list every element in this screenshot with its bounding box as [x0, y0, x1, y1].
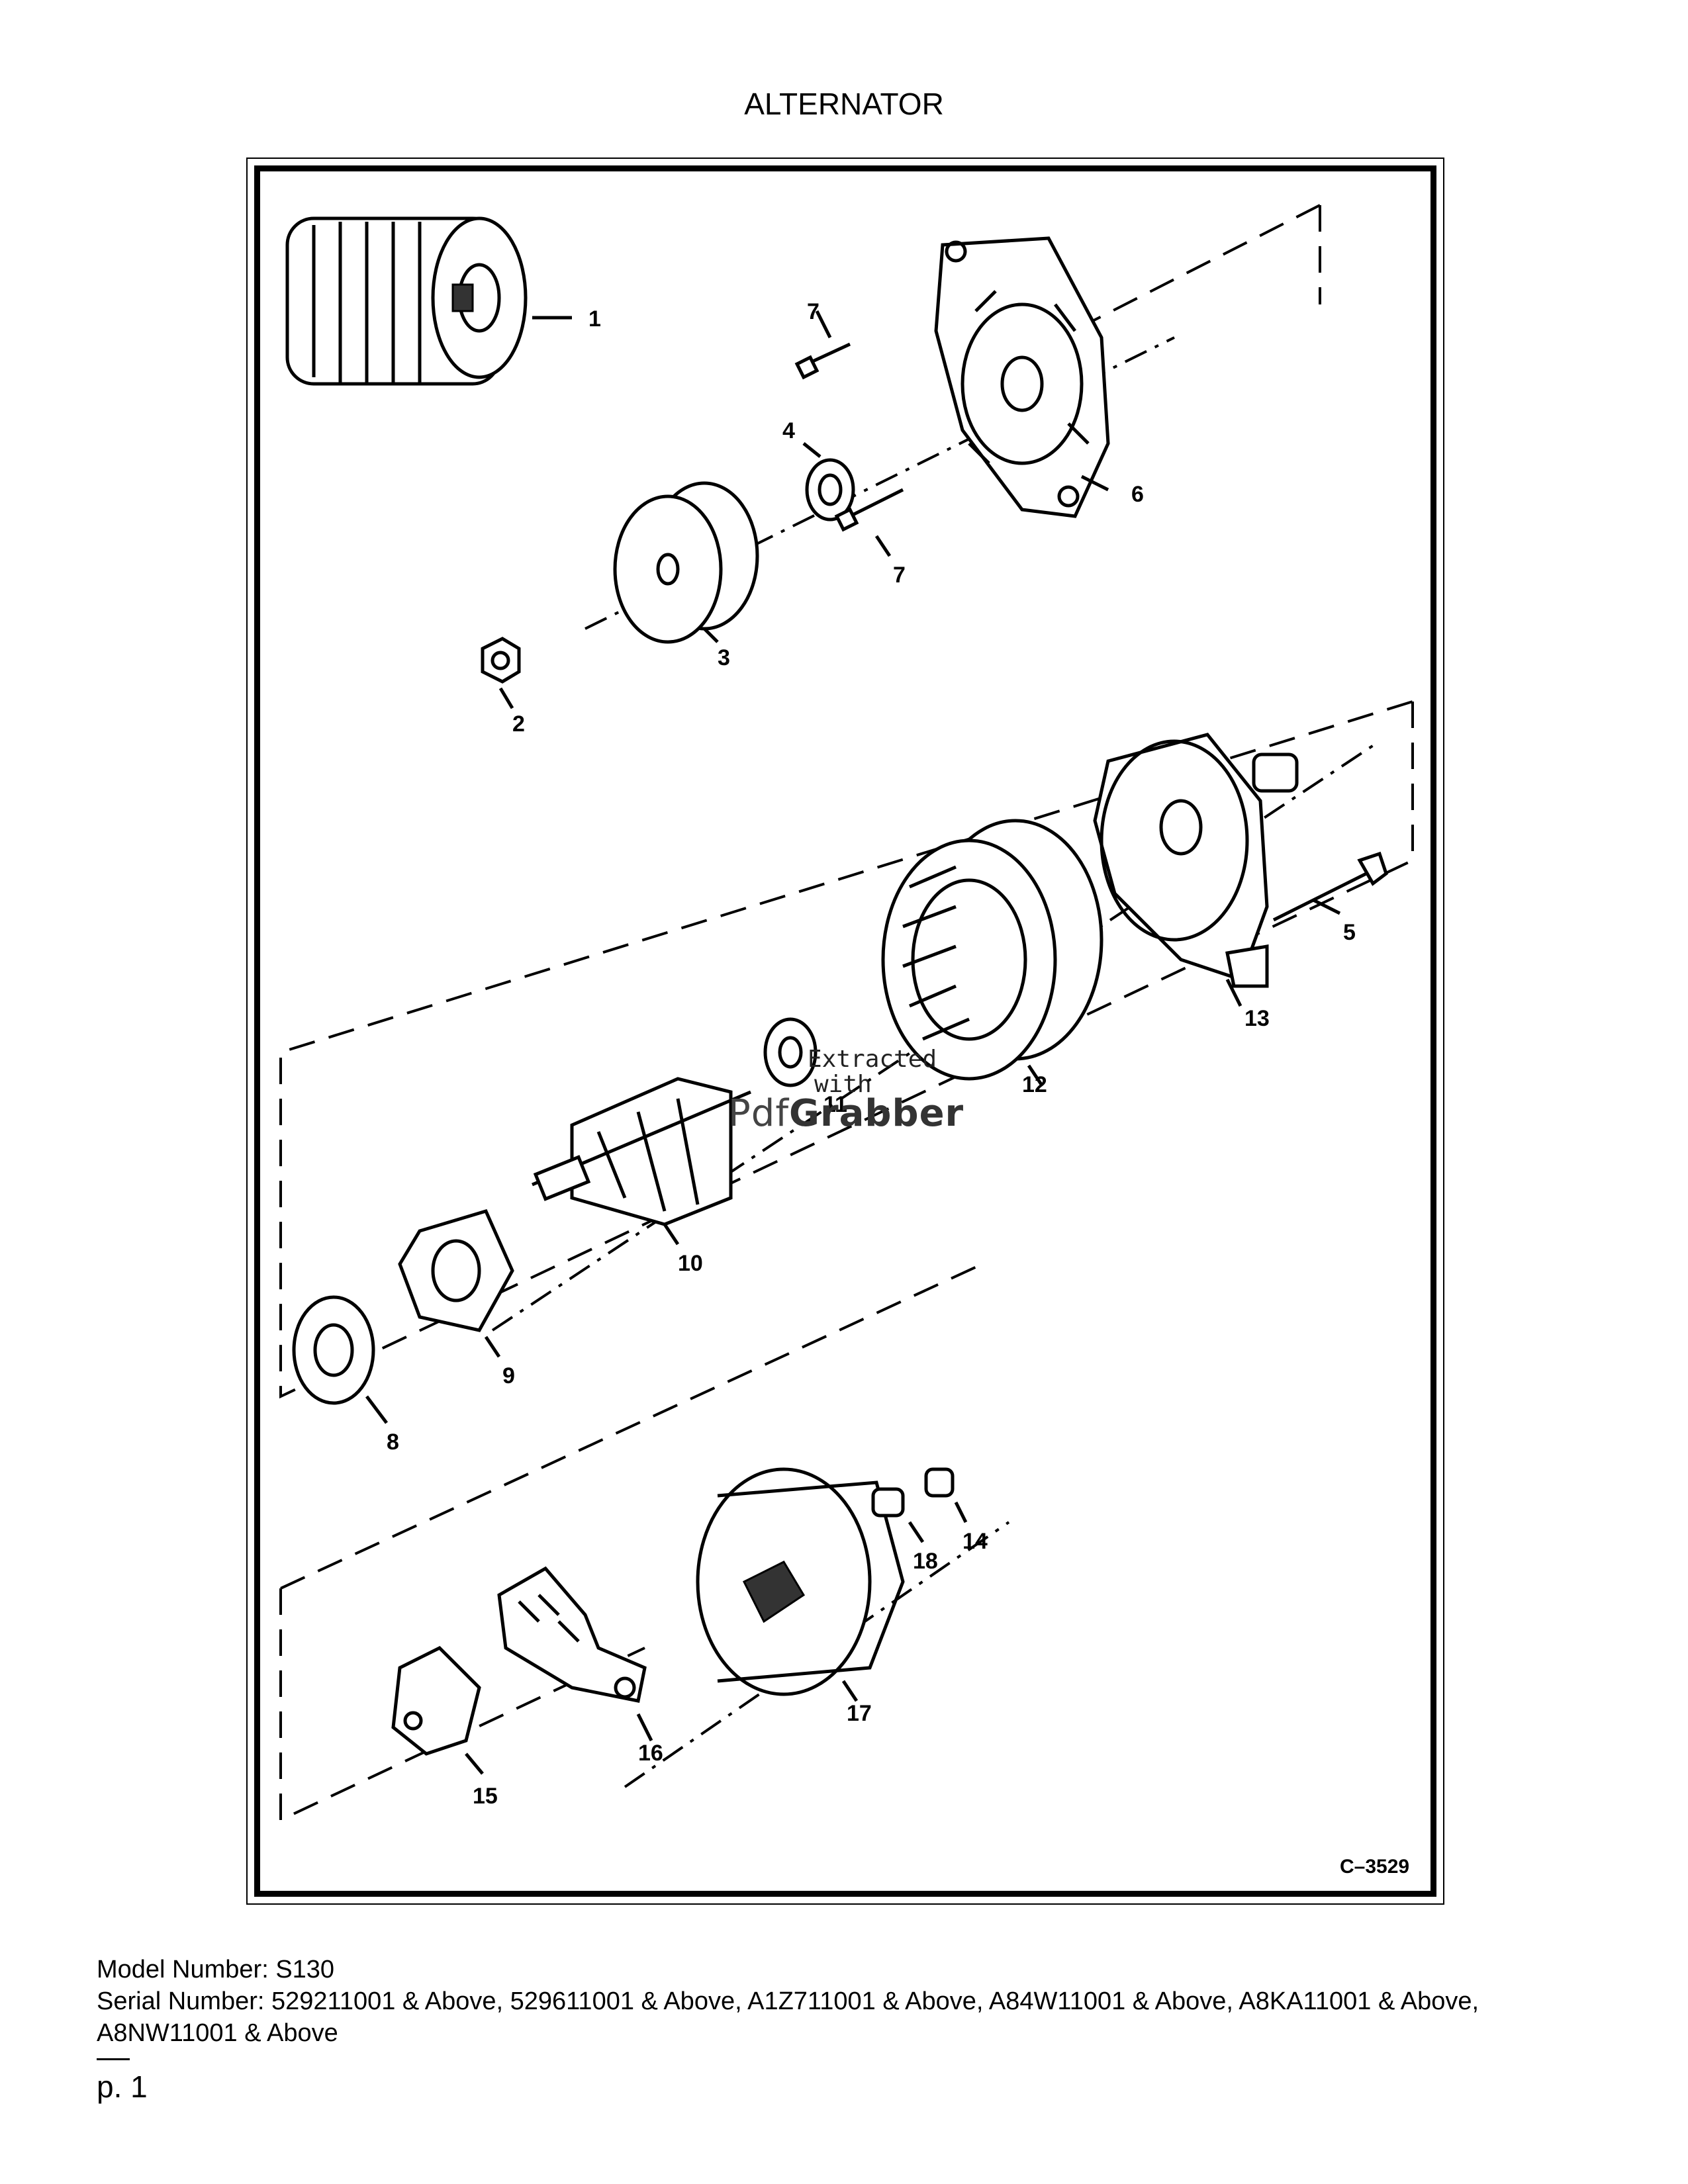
collar [871, 1487, 905, 1518]
callout-14: 14 [962, 1529, 988, 1554]
callout-7-upper: 7 [807, 299, 820, 324]
leader-lines [365, 310, 1341, 1775]
rotor [532, 1077, 751, 1226]
callout-12: 12 [1022, 1072, 1047, 1097]
callout-7-lower: 7 [893, 563, 906, 588]
watermark-line-2: with [814, 1071, 872, 1098]
bolt-upper [794, 342, 851, 380]
bearing-front [292, 1295, 375, 1405]
callout-18: 18 [913, 1549, 938, 1574]
nut [481, 637, 521, 684]
callout-10: 10 [678, 1251, 703, 1276]
serial-number: Serial Number: 529211001 & Above, 529611… [97, 1987, 1479, 2047]
document-info: Model Number: S130 Serial Number: 529211… [97, 1954, 1619, 2049]
brush-holder [391, 1645, 481, 1756]
callout-13: 13 [1244, 1006, 1270, 1031]
stator [881, 819, 1103, 1081]
rear-housing [1093, 733, 1269, 988]
callout-11: 11 [823, 1092, 847, 1117]
callout-5: 5 [1343, 920, 1356, 945]
section-border-bottom [279, 1263, 983, 1823]
alternator-assembly [285, 216, 528, 386]
figure-outer-frame [246, 158, 1444, 1905]
small-nut [924, 1467, 955, 1498]
rectifier [497, 1566, 647, 1703]
pulley [613, 481, 759, 644]
figure-frame [254, 165, 1436, 1897]
callout-6: 6 [1131, 482, 1144, 507]
callout-2: 2 [512, 711, 525, 737]
callout-16: 16 [638, 1741, 663, 1766]
bearing-rear [763, 1017, 818, 1087]
callout-17: 17 [847, 1701, 872, 1726]
rear-cover [696, 1467, 905, 1696]
callout-3: 3 [718, 645, 730, 670]
page-title: ALTERNATOR [744, 87, 944, 121]
callout-8: 8 [387, 1430, 399, 1455]
through-bolt [1272, 851, 1388, 922]
page-number: p. 1 [97, 2070, 148, 2104]
exploded-view-diagram: 1 2 3 4 5 6 7 7 8 9 10 11 12 13 14 15 16… [279, 204, 1414, 1878]
callout-9: 9 [502, 1363, 515, 1388]
bushing [1252, 752, 1299, 793]
watermark-brand: PdfGrabber [728, 1092, 964, 1135]
model-number: Model Number: S130 [97, 1956, 335, 1983]
callout-4: 4 [782, 418, 795, 443]
footer-rule [97, 2058, 130, 2060]
section-border-middle [279, 700, 1414, 1399]
retainer-plate [398, 1208, 514, 1332]
bolt-lower [834, 488, 904, 532]
pdfgrabber-watermark: Extracted with PdfGrabber [728, 1046, 966, 1138]
figure-code: C–3529 [1340, 1856, 1409, 1878]
callout-1: 1 [588, 306, 601, 332]
watermark-line-1: Extracted [808, 1046, 937, 1073]
front-housing [934, 236, 1110, 518]
callout-15: 15 [473, 1784, 498, 1809]
section-border-top [968, 204, 1321, 385]
spacer [805, 458, 855, 522]
